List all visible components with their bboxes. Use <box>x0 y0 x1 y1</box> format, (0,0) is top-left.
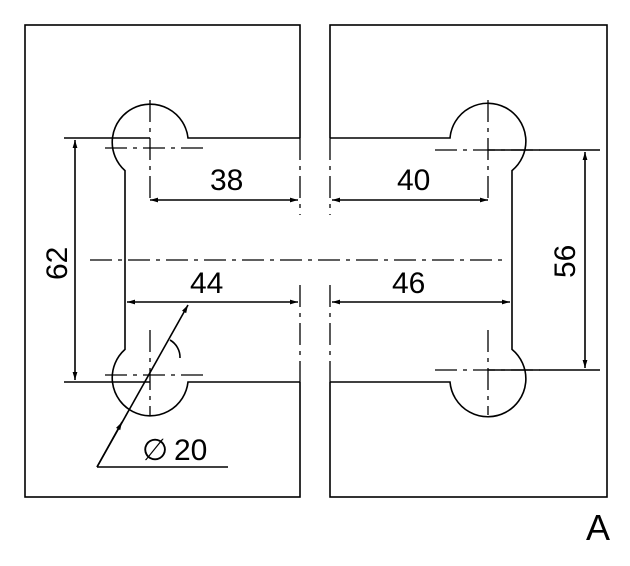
dimension-40: 40 <box>397 164 430 197</box>
dimension-56: 56 <box>549 245 582 278</box>
diameter-symbol: ∅ <box>142 434 168 467</box>
dimension-38: 38 <box>210 164 243 197</box>
dimension-44: 44 <box>190 267 223 300</box>
view-label: A <box>586 507 610 548</box>
dimension-46: 46 <box>392 267 425 300</box>
dimension-diameter-20: 20 <box>174 434 207 467</box>
dimension-lines <box>64 137 600 468</box>
dimension-62: 62 <box>41 247 74 280</box>
centerlines <box>90 100 540 415</box>
right-glass-panel <box>327 24 608 498</box>
